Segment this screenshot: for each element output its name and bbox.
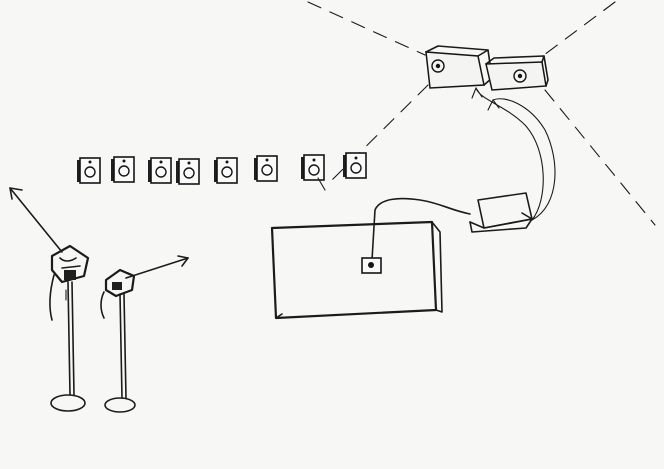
mic-stand-right bbox=[100, 255, 189, 413]
boom-arm bbox=[9, 187, 63, 253]
stand-pole bbox=[67, 281, 71, 396]
speaker-7 bbox=[301, 154, 326, 191]
speaker-6 bbox=[254, 155, 278, 182]
speaker-5 bbox=[214, 157, 238, 184]
laptop bbox=[469, 192, 533, 233]
speaker-row bbox=[77, 152, 367, 191]
mic-clamp bbox=[104, 268, 136, 298]
mic-stand-left bbox=[9, 187, 90, 412]
speaker-2 bbox=[111, 156, 135, 183]
sensor-lens-icon bbox=[368, 262, 374, 268]
arrow-head-icon bbox=[471, 87, 483, 99]
stand-base bbox=[104, 397, 136, 413]
speaker-1 bbox=[77, 157, 101, 184]
speaker-3 bbox=[148, 157, 172, 184]
arrow-head-icon bbox=[487, 99, 500, 111]
speaker-4 bbox=[176, 158, 200, 185]
laptop-screen bbox=[477, 192, 533, 229]
projection-line-bottom-right bbox=[544, 89, 656, 226]
boom-arm bbox=[125, 257, 189, 279]
arrow-head-icon bbox=[9, 187, 23, 200]
projector-left bbox=[425, 45, 493, 89]
stand-pole bbox=[119, 293, 123, 399]
projection-line-top-right bbox=[539, 1, 616, 59]
stand-base bbox=[50, 394, 86, 412]
projector-lens-icon bbox=[431, 59, 445, 73]
mic-clamp bbox=[50, 244, 90, 284]
projection-line-top-left bbox=[307, 1, 426, 56]
speaker-8 bbox=[343, 152, 367, 179]
projector-right bbox=[485, 55, 549, 91]
panel-screen bbox=[270, 220, 443, 320]
signal-arrows bbox=[471, 87, 556, 221]
projection-lines bbox=[307, 1, 656, 226]
arrow-head-icon bbox=[177, 255, 189, 267]
laptop-base bbox=[469, 218, 533, 233]
projector-lens-icon bbox=[513, 69, 527, 83]
cable bbox=[371, 197, 471, 261]
